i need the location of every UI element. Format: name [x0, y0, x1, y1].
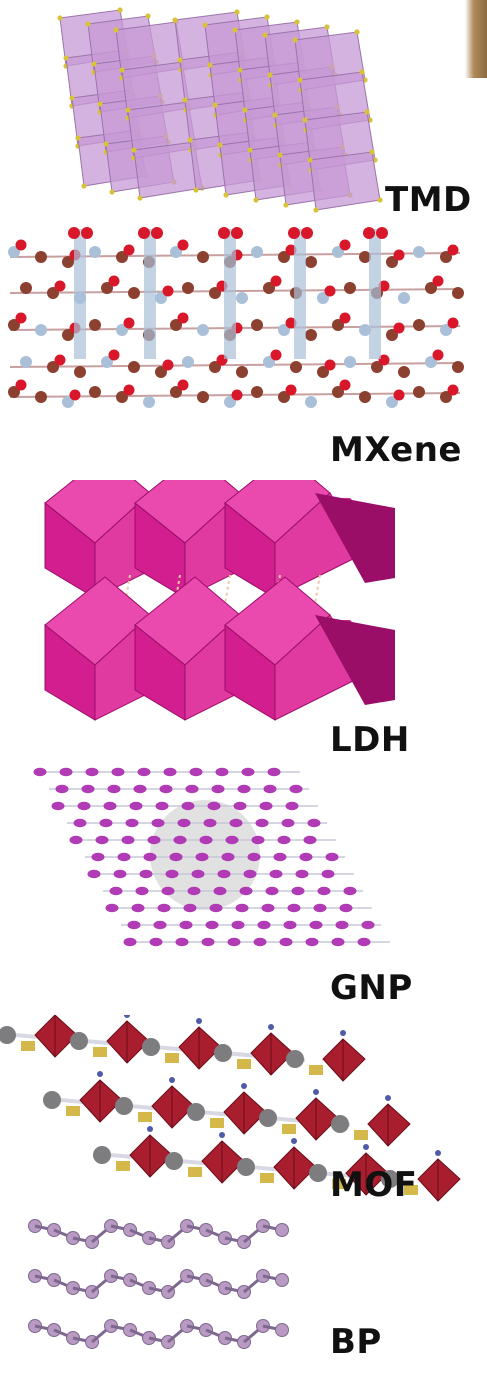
mxene-panel: MXene [0, 225, 487, 480]
mxene-label: MXene [330, 430, 462, 470]
gnp-structure-illustration [33, 767, 390, 947]
ldh-structure-illustration [44, 480, 395, 721]
bp-structure-illustration [28, 1219, 289, 1349]
mof-panel: MOF [0, 1015, 487, 1210]
ldh-panel: LDH [0, 480, 487, 760]
tmd-structure-illustration [57, 7, 383, 213]
gnp-label: GNP [330, 968, 413, 1008]
tmd-label: TMD [385, 180, 472, 220]
cropped-photo-edge [465, 0, 487, 78]
mxene-structure-illustration [8, 227, 464, 408]
bp-panel: BP [0, 1210, 487, 1373]
ldh-label: LDH [330, 720, 410, 760]
mof-structure-illustration [0, 1015, 461, 1202]
tmd-panel: TMD [0, 0, 487, 235]
bp-label: BP [330, 1322, 382, 1362]
mof-label: MOF [330, 1165, 418, 1205]
gnp-panel: GNP [0, 760, 487, 1015]
